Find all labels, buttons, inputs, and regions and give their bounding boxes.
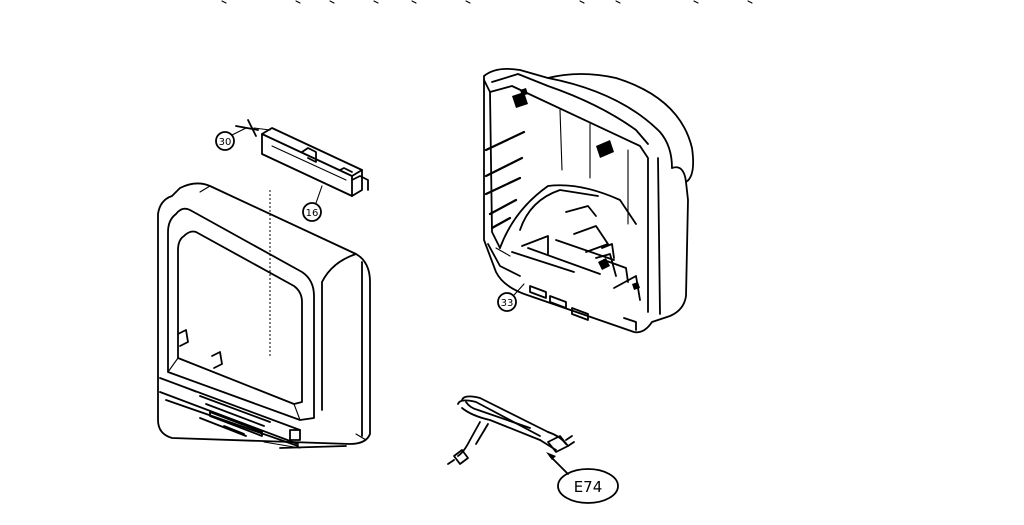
mounting-bracket bbox=[261, 127, 369, 197]
callout-e74-label: E74 bbox=[574, 478, 603, 496]
callout-e74: E74 bbox=[546, 452, 619, 504]
callout-30: 30 bbox=[215, 127, 247, 151]
callout-16: 16 bbox=[302, 185, 323, 222]
screw bbox=[235, 119, 271, 137]
callout-33: 33 bbox=[497, 283, 525, 312]
tv-rear-cabinet bbox=[483, 67, 695, 334]
top-edge-fragments bbox=[221, 0, 753, 4]
power-cord bbox=[447, 395, 575, 465]
callout-16-label: 16 bbox=[306, 208, 319, 219]
callout-33-label: 33 bbox=[501, 298, 514, 309]
callout-30-label: 30 bbox=[219, 137, 232, 148]
tv-front-cabinet bbox=[157, 182, 371, 449]
